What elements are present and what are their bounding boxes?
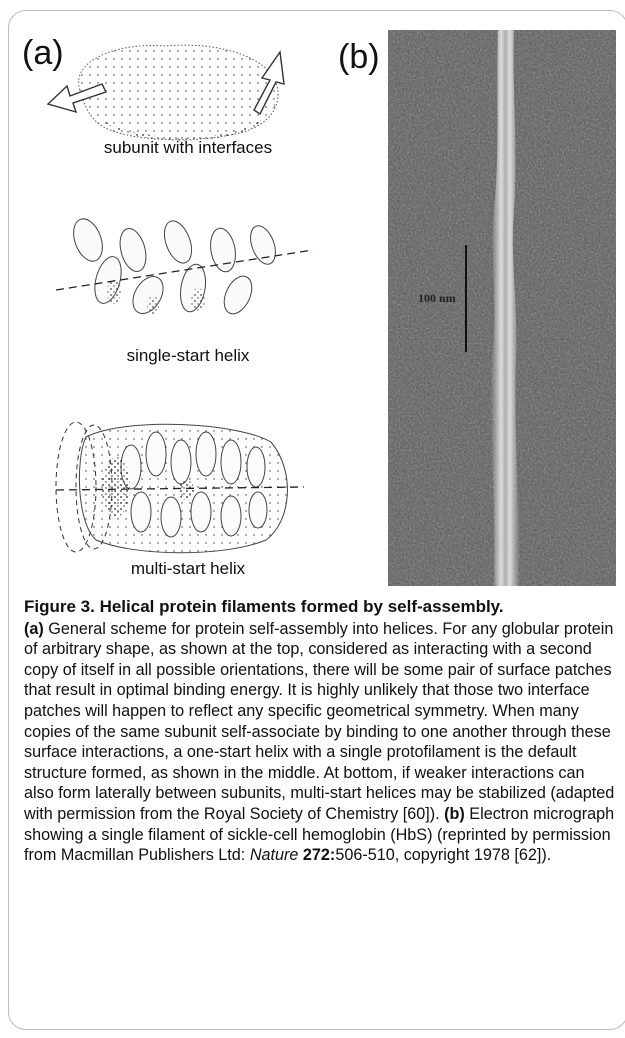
electron-micrograph: 100 nm [388,30,616,586]
caption-b-label: (b) [444,805,465,823]
caption-journal: Nature [250,846,299,864]
caption-a-text: General scheme for protein self-assembly… [24,620,614,823]
caption-volume: 272: [303,846,335,864]
single-start-helix-caption: single-start helix [48,346,328,366]
caption-a-label: (a) [24,620,44,638]
multi-start-helix-caption: multi-start helix [48,559,328,579]
multi-start-helix-illustration [36,412,326,562]
figure-title: Figure 3. Helical protein filaments form… [24,597,616,618]
scale-bar-label: 100 nm [418,291,456,305]
subunit-caption: subunit with interfaces [48,138,328,158]
panel-b-label: (b) [338,40,380,74]
subunit-illustration [40,32,330,152]
figure-caption: Figure 3. Helical protein filaments form… [24,597,616,866]
single-start-helix-illustration [38,210,328,330]
caption-tail: 506-510, copyright 1978 [62]). [335,846,551,864]
